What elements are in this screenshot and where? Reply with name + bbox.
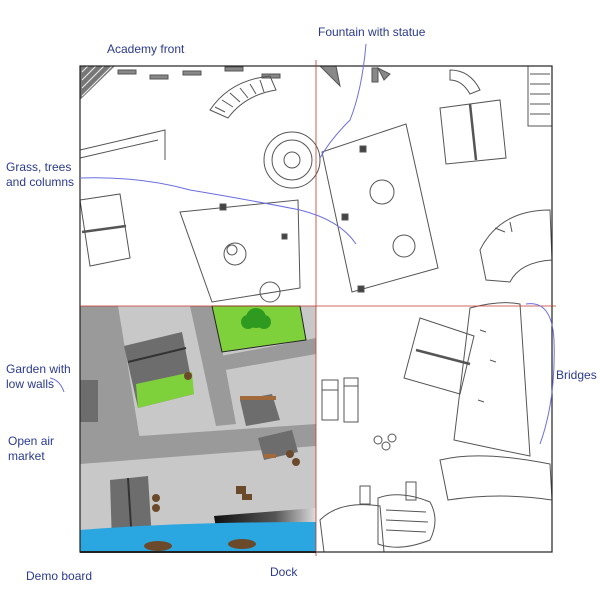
academy-quadrant — [79, 65, 321, 303]
tree-icon — [392, 234, 416, 258]
building-top-right — [439, 99, 507, 165]
dock-quadrant — [319, 302, 553, 553]
garden-walls — [124, 332, 194, 408]
label-fountain: Fountain with statue — [318, 25, 426, 39]
board-grid — [79, 60, 556, 556]
tree-icon — [259, 281, 281, 303]
boat-icon — [144, 541, 172, 551]
bridge-icon — [479, 209, 553, 283]
road — [80, 424, 316, 464]
barrel-icon — [286, 450, 294, 458]
tree-icon — [369, 179, 395, 205]
barrel-icon — [292, 458, 300, 466]
market-stalls — [236, 394, 300, 500]
barrel-icon — [184, 372, 192, 380]
label-academy-front: Academy front — [107, 42, 185, 56]
fountain-icon — [263, 131, 321, 189]
label-grass-line2: and columns — [6, 175, 75, 189]
label-garden-line1: Garden with — [6, 362, 71, 376]
barrel-icon — [373, 435, 383, 445]
bridge-icon — [453, 302, 531, 457]
label-grass-line1: Grass, trees — [6, 160, 72, 174]
boat-icon — [228, 539, 256, 549]
fountain-quadrant — [318, 65, 553, 293]
building-left — [79, 193, 131, 267]
water — [80, 522, 316, 552]
building-bottom-right — [403, 317, 475, 395]
boat-icon — [319, 494, 436, 553]
label-bridges: Bridges — [556, 368, 597, 382]
barrel-icon — [387, 433, 397, 443]
garden-plot-left — [179, 199, 301, 303]
label-market-line1: Open air — [8, 434, 55, 448]
label-garden-line2: low walls — [6, 377, 55, 391]
barrel-icon — [381, 441, 391, 451]
label-dock: Dock — [270, 565, 298, 579]
demo-board-quadrant — [80, 305, 316, 552]
tree-icon — [223, 242, 247, 266]
label-leaders — [49, 43, 555, 445]
label-demo-board: Demo board — [26, 569, 93, 583]
label-market-line2: market — [8, 449, 45, 463]
garden-plot-right — [321, 123, 439, 293]
